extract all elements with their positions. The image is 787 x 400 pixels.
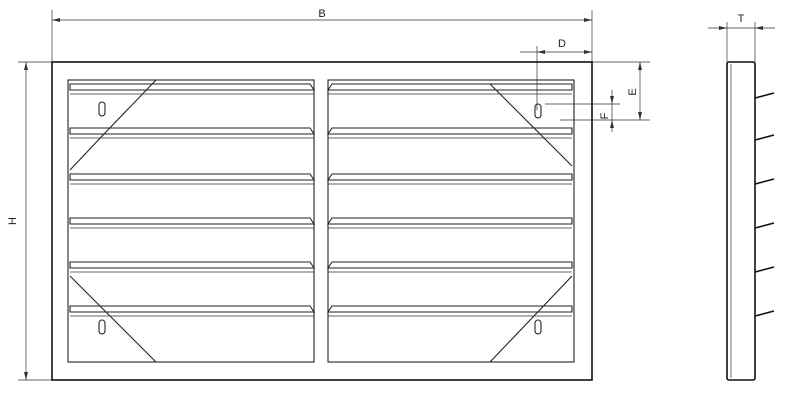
dimension-t-label: T [738,13,745,25]
right-linkage-bottom [533,275,573,317]
dimension-b-label: B [318,8,325,20]
dimension-e-label: E [627,88,639,95]
right-top-mounting-slot [534,103,542,119]
dimension-d: D [520,38,592,110]
right-bottom-mounting-slot [534,319,542,335]
left-top-mounting-slot [98,101,106,117]
dimension-t: T [708,13,775,62]
left-blade-1 [69,83,316,95]
dimension-d-label: D [558,38,566,50]
left-blade-5 [69,261,316,273]
left-linkage-bottom [69,275,111,317]
right-linkage-top [489,83,541,135]
left-blade-2 [69,127,316,139]
side-view [726,61,775,381]
right-blade-4 [326,217,573,229]
side-view-fins [754,92,775,317]
left-blade-3 [69,173,316,185]
right-panel [326,79,575,363]
left-panel [67,79,316,363]
outer-frame [51,61,593,381]
dimension-b: B [51,8,593,62]
right-blade-2 [326,127,573,139]
left-linkage-top [103,79,157,135]
dimension-f-label: F [599,112,611,119]
dimension-e: E [560,61,650,121]
left-bottom-mounting-slot [98,319,106,335]
dimension-h-label: H [7,217,19,225]
left-blade-4 [69,217,316,229]
right-blade-6 [326,305,573,317]
dimension-h: H [7,61,52,381]
dimension-f: F [545,90,620,132]
right-blade-5 [326,261,573,273]
left-blade-6 [69,305,316,317]
right-blade-1 [326,83,573,95]
right-blade-3 [326,173,573,185]
